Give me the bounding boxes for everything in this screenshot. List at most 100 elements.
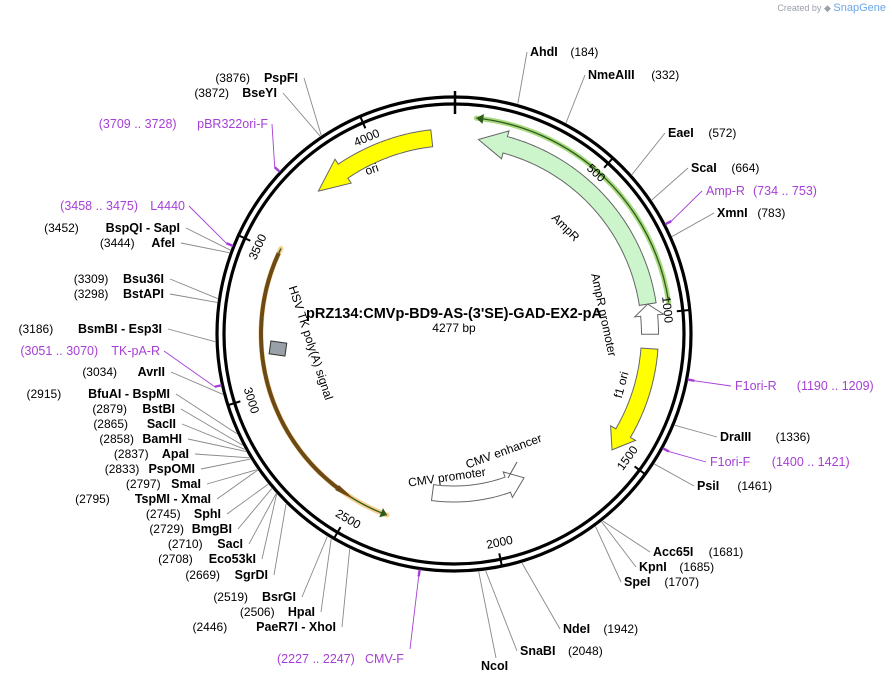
enzyme-name: SnaBI — [520, 644, 555, 658]
enzyme-name: AfeI — [151, 236, 175, 250]
leader-line — [273, 503, 287, 576]
enzyme-name: DraIII — [720, 430, 751, 444]
enzyme-name: KpnI — [639, 560, 667, 574]
restriction-site[interactable]: ScaI(664) — [691, 161, 759, 175]
primer-leader-line — [409, 576, 420, 650]
primer-site[interactable]: Amp-R(734 .. 753) — [706, 184, 817, 198]
enzyme-position: (2446) — [193, 620, 228, 634]
restriction-site[interactable]: PspOMI(2833) — [105, 462, 195, 476]
ampr-promoter-arrow — [633, 303, 666, 335]
enzyme-name: AhdI — [530, 45, 558, 59]
restriction-site[interactable]: SacII(2865) — [93, 417, 176, 431]
tick-mark — [676, 308, 691, 313]
primer-name: F1ori-F — [710, 455, 751, 469]
restriction-site[interactable]: NcoI — [481, 659, 508, 673]
leader-line — [651, 167, 689, 201]
primer-site[interactable]: (2227 .. 2247)CMV-F — [277, 652, 404, 666]
restriction-site[interactable]: KpnI(1685) — [639, 560, 714, 574]
restriction-site[interactable]: AhdI(184) — [530, 45, 598, 59]
enzyme-position: (1336) — [776, 430, 811, 444]
restriction-site[interactable]: BspQI - SapI(3452) — [44, 221, 180, 235]
hsv-tk-polya-arrow — [259, 252, 352, 498]
enzyme-position: (2519) — [213, 590, 248, 604]
restriction-site[interactable]: BsrGI(2519) — [213, 590, 296, 604]
primer-range: (3709 .. 3728) — [99, 117, 177, 131]
primer-leader-line — [694, 380, 732, 387]
restriction-site[interactable]: BsmBI - Esp3I(3186) — [19, 322, 162, 336]
restriction-site[interactable]: Bsu36I (3309) — [74, 272, 164, 286]
primer-site[interactable]: F1ori-F(1400 .. 1421) — [710, 455, 850, 469]
enzyme-position: (2708) — [158, 552, 193, 566]
leader-line — [167, 328, 216, 343]
leader-line — [169, 278, 218, 299]
primer-range: (2227 .. 2247) — [277, 652, 355, 666]
restriction-site[interactable]: ApaI(2837) — [114, 447, 189, 461]
primer-site[interactable]: F1ori-R(1190 .. 1209) — [735, 379, 874, 393]
restriction-site[interactable]: SpeI (1707) — [624, 575, 699, 589]
enzyme-name: Eco53kI — [209, 552, 256, 566]
primer-name: Amp-R — [706, 184, 745, 198]
restriction-site[interactable]: AvrII(3034) — [82, 365, 165, 379]
restriction-site[interactable]: BamHI(2858) — [99, 432, 182, 446]
enzyme-position: (3309) — [74, 272, 109, 286]
enzyme-name: Bsu36I — [123, 272, 164, 286]
leader-line — [654, 463, 695, 487]
enzyme-name: BsmBI - Esp3I — [78, 322, 162, 336]
enzyme-position: (2865) — [93, 417, 128, 431]
enzyme-position: (2795) — [75, 492, 110, 506]
restriction-site[interactable]: BfuAI - BspMI(2915) — [27, 387, 170, 401]
enzyme-position: (2506) — [240, 605, 275, 619]
leader-line — [303, 77, 322, 136]
primer-name: TK-pA-R — [111, 344, 160, 358]
restriction-site[interactable]: SacI(2710) — [168, 537, 243, 551]
enzyme-position: (2048) — [568, 644, 603, 658]
leader-line — [248, 493, 277, 545]
restriction-site[interactable]: PspFI(3876) — [215, 71, 298, 85]
restriction-site[interactable]: DraIII (1336) — [720, 430, 810, 444]
feature-square-marker — [268, 340, 288, 357]
tick-label: 3500 — [246, 232, 270, 262]
ori-arrow — [317, 129, 434, 192]
restriction-site[interactable]: PaeR7I - XhoI(2446) — [193, 620, 336, 634]
enzyme-position: (2858) — [99, 432, 134, 446]
restriction-site[interactable]: BstBI (2879) — [92, 402, 175, 416]
enzyme-position: (2879) — [92, 402, 127, 416]
restriction-site[interactable]: TspMI - XmaI(2795) — [75, 492, 211, 506]
snapgene-brand: SnapGene — [833, 2, 886, 14]
restriction-site[interactable]: SgrDI(2669) — [185, 568, 268, 582]
primer-mark — [273, 166, 281, 173]
enzyme-name: BstBI — [142, 402, 175, 416]
restriction-site[interactable]: SnaBI (2048) — [520, 644, 603, 658]
primer-site[interactable]: pBR322ori-F(3709 .. 3728) — [99, 117, 269, 131]
leader-line — [194, 453, 250, 459]
restriction-site[interactable]: SmaI(2797) — [126, 477, 201, 491]
restriction-site[interactable]: SphI(2745) — [146, 507, 221, 521]
restriction-site[interactable]: XmnI(783) — [717, 206, 785, 220]
leader-line — [674, 424, 718, 438]
feature-label: AmpR — [549, 211, 583, 245]
restriction-site[interactable]: Acc65I(1681) — [653, 545, 743, 559]
feature-label: f1 ori — [611, 370, 631, 399]
restriction-site[interactable]: AfeI(3444) — [100, 236, 175, 250]
enzyme-name: BmgBI — [192, 522, 232, 536]
primer-mark — [687, 378, 695, 382]
restriction-site[interactable]: NmeAIII(332) — [588, 68, 679, 82]
tick-label: 3000 — [241, 386, 262, 416]
restriction-site[interactable]: BseYI(3872) — [194, 86, 277, 100]
enzyme-name: NmeAIII — [588, 68, 635, 82]
primer-site[interactable]: L4440(3458 .. 3475) — [60, 199, 185, 213]
restriction-site[interactable]: NdeI(1942) — [563, 622, 638, 636]
label-leaders — [163, 51, 732, 659]
restriction-site[interactable]: BmgBI(2729) — [149, 522, 232, 536]
enzyme-name: SpeI — [624, 575, 650, 589]
primer-site[interactable]: TK-pA-R(3051 .. 3070) — [20, 344, 160, 358]
restriction-site[interactable]: PsiI(1461) — [697, 479, 772, 493]
restriction-site[interactable]: EaeI(572) — [668, 126, 736, 140]
restriction-site[interactable]: HpaI(2506) — [240, 605, 315, 619]
leader-line — [282, 92, 321, 137]
enzyme-position: (2669) — [185, 568, 220, 582]
restriction-site[interactable]: BstAPI(3298) — [74, 287, 164, 301]
enzyme-name: Acc65I — [653, 545, 693, 559]
enzyme-position: (1707) — [664, 575, 699, 589]
restriction-site[interactable]: Eco53kI (2708) — [158, 552, 256, 566]
